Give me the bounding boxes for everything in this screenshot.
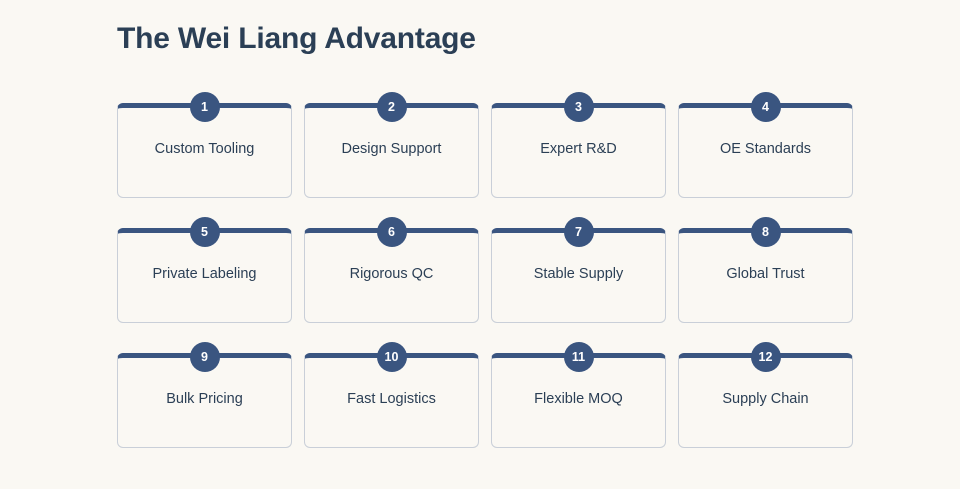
card-number-badge-2: 2	[376, 92, 407, 122]
advantage-card-grid: 1 Custom Tooling 2 Design Support 3 Expe…	[117, 92, 853, 448]
card-label-4: OE Standards	[719, 141, 812, 157]
advantage-card-8[interactable]: 8 Global Trust	[678, 217, 853, 323]
card-number-badge-8: 8	[750, 217, 781, 247]
card-number-badge-10: 10	[376, 342, 407, 372]
advantage-card-2[interactable]: 2 Design Support	[304, 92, 479, 198]
card-label-12: Supply Chain	[722, 391, 809, 407]
advantage-card-9[interactable]: 9 Bulk Pricing	[117, 342, 292, 448]
card-number-badge-4: 4	[750, 92, 781, 122]
card-label-11: Flexible MOQ	[534, 391, 623, 407]
advantage-card-7[interactable]: 7 Stable Supply	[491, 217, 666, 323]
card-number-badge-12: 12	[750, 342, 781, 372]
card-number-badge-9: 9	[189, 342, 220, 372]
advantage-card-1[interactable]: 1 Custom Tooling	[117, 92, 292, 198]
card-label-1: Custom Tooling	[154, 141, 255, 157]
card-label-3: Expert R&D	[540, 141, 617, 157]
card-label-10: Fast Logistics	[347, 391, 436, 407]
card-number-badge-3: 3	[563, 92, 594, 122]
card-number-badge-1: 1	[189, 92, 220, 122]
advantage-card-12[interactable]: 12 Supply Chain	[678, 342, 853, 448]
advantage-card-5[interactable]: 5 Private Labeling	[117, 217, 292, 323]
card-label-7: Stable Supply	[533, 266, 624, 282]
card-label-6: Rigorous QC	[349, 266, 434, 282]
card-number-badge-7: 7	[563, 217, 594, 247]
advantage-card-10[interactable]: 10 Fast Logistics	[304, 342, 479, 448]
card-number-badge-6: 6	[376, 217, 407, 247]
card-number-badge-5: 5	[189, 217, 220, 247]
card-label-8: Global Trust	[726, 266, 805, 282]
advantage-card-6[interactable]: 6 Rigorous QC	[304, 217, 479, 323]
advantage-card-4[interactable]: 4 OE Standards	[678, 92, 853, 198]
page-title: The Wei Liang Advantage	[117, 22, 476, 55]
card-number-badge-11: 11	[563, 342, 594, 372]
advantage-card-11[interactable]: 11 Flexible MOQ	[491, 342, 666, 448]
card-label-9: Bulk Pricing	[166, 391, 243, 407]
advantage-card-3[interactable]: 3 Expert R&D	[491, 92, 666, 198]
card-label-5: Private Labeling	[152, 266, 257, 282]
card-label-2: Design Support	[341, 141, 442, 157]
